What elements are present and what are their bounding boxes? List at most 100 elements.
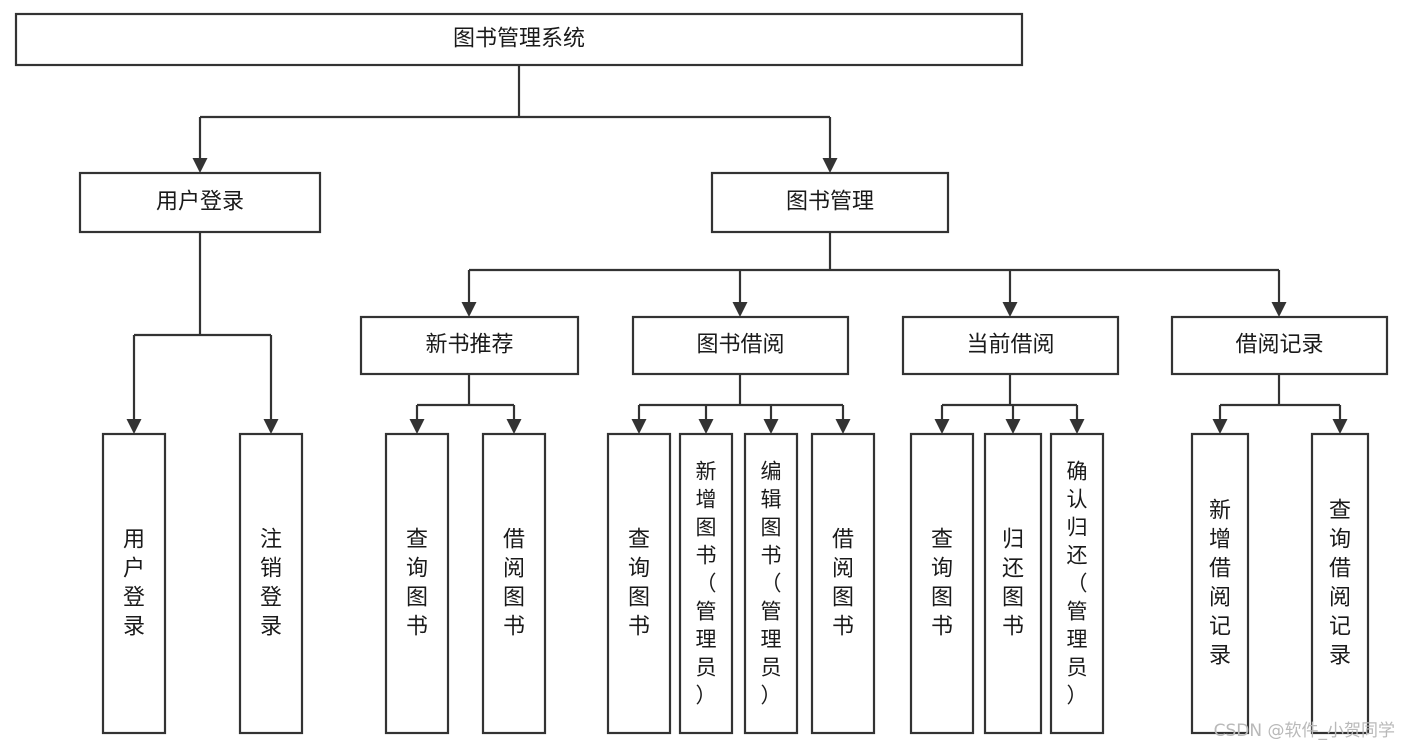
node-leaf-leaf-borrow-book-1[interactable]: 借阅图书 [481,432,547,735]
edge-arrowhead [1005,419,1021,434]
node-leaf-leaf-add-book-admin[interactable]: 新增图书（管理员） [678,432,734,735]
node-label: 注销登录 [260,528,282,640]
node-box[interactable] [1190,432,1250,735]
node-box[interactable] [238,432,304,735]
node-level3-borrow-record[interactable]: 借阅记录 [1170,315,1389,376]
node-label: 查询图书 [628,528,650,640]
node-label: 图书管理系统 [453,27,585,52]
node-level3-current-borrow[interactable]: 当前借阅 [901,315,1120,376]
edge-arrowhead [461,302,477,317]
edge-arrowhead [1069,419,1085,434]
node-box[interactable] [1310,432,1370,735]
edge-arrowhead [126,419,142,434]
node-leaf-leaf-user-logout[interactable]: 注销登录 [238,432,304,735]
node-leaf-leaf-user-login[interactable]: 用户登录 [101,432,167,735]
node-box[interactable] [14,12,1024,67]
node-leaf-leaf-query-borrow-record[interactable]: 查询借阅记录 [1310,432,1370,735]
edge-arrowhead [506,419,522,434]
edge-edge-to-leaf-borrow-book-2 [835,405,851,434]
edge-edge-to-leaf-query-book-3 [934,405,950,434]
edge-arrowhead [631,419,647,434]
edge-arrowhead [192,158,208,173]
node-box[interactable] [909,432,975,735]
node-box[interactable] [710,171,950,234]
edges-layer [126,65,1348,434]
node-box[interactable] [901,315,1120,376]
node-box[interactable] [481,432,547,735]
edge-edge-to-user-login [192,117,208,173]
node-label: 用户登录 [156,190,244,215]
node-label: 新增图书（管理员） [696,460,717,708]
edge-edge-to-new-book-recommend [461,270,477,317]
edge-arrowhead [1212,419,1228,434]
edge-arrowhead [1002,302,1018,317]
node-box[interactable] [606,432,672,735]
node-label: 图书管理 [786,190,874,215]
node-level3-book-borrow[interactable]: 图书借阅 [631,315,850,376]
node-box[interactable] [384,432,450,735]
edge-arrowhead [934,419,950,434]
node-label: 图书借阅 [696,333,784,358]
node-label: 新书推荐 [425,333,513,358]
node-level2-user-login[interactable]: 用户登录 [78,171,322,234]
nodes-layer: 图书管理系统用户登录图书管理新书推荐图书借阅当前借阅借阅记录用户登录注销登录查询… [14,12,1389,735]
edge-edge-to-book-manage [822,117,838,173]
node-label: 新增借阅记录 [1209,499,1231,669]
node-root-root[interactable]: 图书管理系统 [14,12,1024,67]
node-box[interactable] [1049,432,1105,735]
node-leaf-leaf-confirm-return-admin[interactable]: 确认归还（管理员） [1049,432,1105,735]
node-box[interactable] [359,315,580,376]
node-label: 编辑图书（管理员） [761,460,782,708]
node-box[interactable] [101,432,167,735]
edge-edge-to-current-borrow [1002,270,1018,317]
edge-arrowhead [263,419,279,434]
node-label: 确认归还（管理员） [1067,460,1088,708]
edge-edge-to-leaf-borrow-book-1 [506,405,522,434]
node-leaf-leaf-query-book-1[interactable]: 查询图书 [384,432,450,735]
node-box[interactable] [1170,315,1389,376]
node-leaf-leaf-add-borrow-record[interactable]: 新增借阅记录 [1190,432,1250,735]
node-level2-book-manage[interactable]: 图书管理 [710,171,950,234]
edge-arrowhead [763,419,779,434]
edge-edge-to-leaf-query-borrow-record [1332,405,1348,434]
node-box[interactable] [678,432,734,735]
node-leaf-leaf-borrow-book-2[interactable]: 借阅图书 [810,432,876,735]
node-label: 用户登录 [123,528,145,640]
edge-edge-to-leaf-return-book [1005,405,1021,434]
edge-edge-to-book-borrow [732,270,748,317]
node-box[interactable] [743,432,799,735]
edge-edge-to-borrow-record [1271,270,1287,317]
node-box[interactable] [810,432,876,735]
node-leaf-leaf-edit-book-admin[interactable]: 编辑图书（管理员） [743,432,799,735]
edge-edge-to-leaf-add-borrow-record [1212,405,1228,434]
edge-edge-to-leaf-user-logout [263,335,279,434]
edge-edge-to-leaf-add-book-admin [698,405,714,434]
node-box[interactable] [983,432,1043,735]
edge-arrowhead [835,419,851,434]
node-label: 借阅图书 [832,528,854,640]
edge-arrowhead [822,158,838,173]
edge-edge-to-leaf-edit-book-admin [763,405,779,434]
edge-arrowhead [698,419,714,434]
edge-arrowhead [1332,419,1348,434]
node-leaf-leaf-query-book-3[interactable]: 查询图书 [909,432,975,735]
edge-edge-to-leaf-confirm-return-admin [1069,405,1085,434]
edge-edge-to-leaf-query-book-1 [409,405,425,434]
node-level3-new-book-recommend[interactable]: 新书推荐 [359,315,580,376]
node-leaf-leaf-query-book-2[interactable]: 查询图书 [606,432,672,735]
node-box[interactable] [631,315,850,376]
node-label: 查询借阅记录 [1329,499,1351,669]
edge-arrowhead [409,419,425,434]
node-label: 借阅记录 [1235,333,1323,358]
edge-edge-to-leaf-query-book-2 [631,405,647,434]
edge-edge-to-leaf-user-login [126,335,142,434]
node-leaf-leaf-return-book[interactable]: 归还图书 [983,432,1043,735]
node-box[interactable] [78,171,322,234]
node-label: 归还图书 [1002,528,1024,640]
edge-arrowhead [732,302,748,317]
node-label: 当前借阅 [966,333,1054,358]
node-label: 借阅图书 [503,528,525,640]
node-label: 查询图书 [406,528,428,640]
